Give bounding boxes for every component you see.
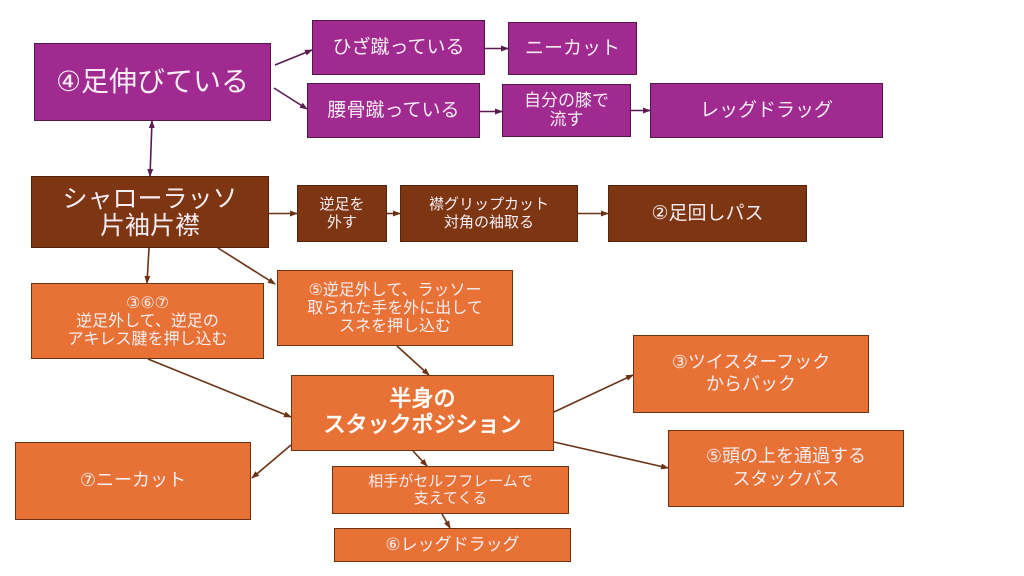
node-knee-cut-top: ニーカット — [508, 22, 637, 75]
connector-arrow-hanmi-to-n7 — [251, 444, 292, 479]
node-leg-drag-bottom: ⑥レッグドラッグ — [334, 528, 571, 562]
connector-arrow-hanmi-to-n5head — [553, 441, 669, 470]
connector-arrow-hanmi-to-aite — [412, 450, 428, 467]
connector-arrow-n5a-to-hanmi — [396, 345, 430, 376]
node-push-shin: ⑤逆足外して、ラッソー 取られた手を外に出して スネを押し込む — [277, 270, 513, 346]
connector-arrow-n4-to-koshi — [273, 87, 308, 110]
node-hip-kicking: 腰骨蹴っている — [307, 83, 480, 138]
connector-arrow-hanmi-to-n3twister — [553, 374, 634, 413]
node-self-frame: 相手がセルフフレームで 支えてくる — [332, 466, 569, 514]
connector-arrow-n4-to-hiza — [274, 49, 313, 66]
connector-arrow-shallow-to-n4 — [147, 120, 155, 177]
node-shallow-lasso: シャローラッソ 片袖片襟 — [31, 176, 269, 248]
node-over-head-stack-pass: ⑤頭の上を通過する スタックパス — [668, 430, 904, 507]
node-push-achilles: ③⑥⑦ 逆足外して、逆足の アキレス腱を押し込む — [31, 283, 264, 359]
connector-arrow-n367-to-hanmi — [147, 358, 292, 418]
connector-arrow-aite-to-n6 — [441, 513, 451, 529]
connector-arrow-shallow-to-n5a — [217, 247, 276, 285]
node-half-body-stack: 半身の スタックポジション — [291, 375, 554, 451]
node-twister-hook-back: ③ツイスターフック からバック — [633, 335, 869, 413]
node-leg-circle-pass: ②足回しパス — [608, 185, 807, 242]
node-leg-drag-top: レッグドラッグ — [650, 83, 883, 138]
node-knee-kicking: ひざ蹴っている — [312, 20, 485, 75]
node-collar-grip-cut: 襟グリップカット 対角の袖取る — [400, 185, 578, 242]
node-remove-opposite-leg: 逆足を 外す — [297, 185, 387, 242]
connector-arrow-shallow-to-n367 — [144, 247, 151, 284]
node-leg-extended: ④足伸びている — [34, 43, 271, 121]
node-knee-cut-bottom: ⑦ニーカット — [15, 442, 251, 520]
node-deflect-with-knee: 自分の膝で 流す — [502, 84, 631, 137]
